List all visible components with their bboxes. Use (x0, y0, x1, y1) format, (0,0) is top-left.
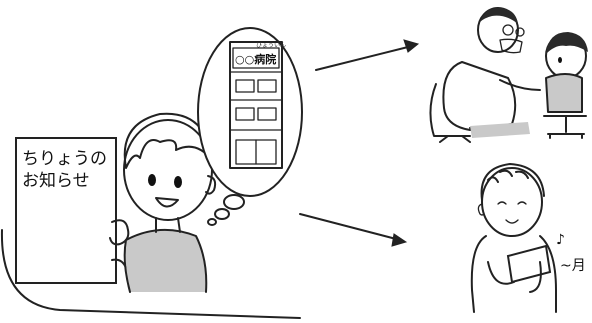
child-eye (558, 57, 562, 63)
boy-eye-right (174, 176, 182, 188)
doctor-coat (443, 62, 515, 130)
music-note: ♪ (556, 232, 565, 248)
child-shirt-tone (546, 74, 582, 112)
shirt-tone (126, 230, 207, 292)
doctor-chair (430, 84, 470, 142)
child-stool (544, 116, 586, 138)
happy-boy (472, 164, 556, 312)
doctor-examining-child (430, 8, 588, 142)
thought-dot-medium (215, 209, 229, 219)
humming-text: ~月 (560, 258, 586, 274)
arrow-to-happy-boy (300, 214, 406, 246)
notice-line-1: ちりょうの (22, 149, 107, 169)
notice-line-2: お知らせ (22, 171, 90, 191)
hospital-sign-ruby: びょういん (256, 41, 286, 49)
happy-boy-paper (508, 246, 550, 282)
boy-eye-left (148, 174, 156, 186)
thought-dot-small (208, 219, 216, 225)
arrow-to-doctor (316, 40, 418, 70)
thought-dot-large (224, 195, 244, 209)
boy-with-notice (16, 114, 215, 292)
doctor-arm (500, 80, 540, 90)
boy-head (124, 120, 212, 220)
hospital-sign-name: ○○病院 (235, 52, 276, 66)
doctor-floor-tone (470, 122, 530, 138)
